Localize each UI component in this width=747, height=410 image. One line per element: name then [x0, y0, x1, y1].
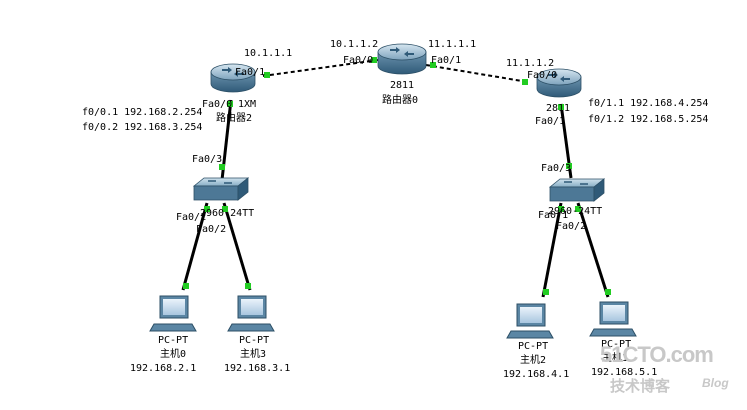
port-right-router-fa01: Fa0/1 [535, 116, 565, 127]
switch-right-model: 2960-24TT [548, 206, 602, 217]
pc3-type: PC-PT [239, 335, 269, 346]
ip-left-router-wan: 10.1.1.1 [244, 48, 292, 59]
pc3-icon[interactable] [227, 295, 275, 332]
switch-left-model: 2960-24TT [200, 208, 254, 219]
port-dot [522, 79, 528, 85]
pc1-icon[interactable] [589, 301, 637, 337]
subif-left-1: f0/0.1 192.168.2.254 [82, 107, 202, 118]
pc2-type: PC-PT [518, 341, 548, 352]
port-dot [264, 72, 270, 78]
port-dot [183, 283, 189, 289]
port-dot [558, 206, 564, 212]
port-dot [558, 104, 564, 110]
port-dot [219, 164, 225, 170]
pc1-type: PC-PT [601, 339, 631, 350]
pc3-name: 主机3 [240, 347, 266, 360]
port-right-router-fa00: Fa0/0 [527, 70, 557, 81]
switch-left-icon[interactable] [192, 177, 250, 201]
pc2-icon[interactable] [506, 303, 554, 339]
pc2-ip: 192.168.4.1 [503, 369, 569, 380]
pc0-icon[interactable] [149, 295, 197, 332]
pc2-name: 主机2 [520, 353, 546, 366]
port-dot [204, 206, 210, 212]
pc1-name: 主机1 [602, 351, 628, 364]
link-right-switch-pc1[interactable] [576, 202, 610, 298]
link-left-switch-pc3[interactable] [222, 202, 252, 291]
watermark-sub: 技术博客 [610, 378, 671, 395]
pc0-ip: 192.168.2.1 [130, 363, 196, 374]
port-dot [430, 62, 436, 68]
watermark-logo: 51CTO.com [600, 342, 714, 367]
router-left-name: 路由器2 [216, 111, 252, 124]
port-left-router-fa01: Fa0/1 [235, 67, 265, 78]
ip-center-right: 11.1.1.1 [428, 39, 476, 50]
port-center-fa01: Fa0/1 [431, 55, 461, 66]
port-right-switch-fa03: Fa0/3 [541, 163, 571, 174]
router-center-name: 路由器0 [382, 93, 418, 106]
port-left-router-fa00: Fa0/0 [202, 99, 232, 110]
router-right-icon[interactable] [536, 68, 582, 98]
port-center-fa00: Fa0/0 [343, 55, 373, 66]
port-left-switch-fa01: Fa0/1 [176, 212, 206, 223]
pc1-ip: 192.168.5.1 [591, 367, 657, 378]
port-dot [543, 289, 549, 295]
pc3-ip: 192.168.3.1 [224, 363, 290, 374]
labels: 10.1.1.1 10.1.1.2 11.1.1.1 11.1.1.2 Fa0/… [82, 39, 708, 380]
subif-left-2: f0/0.2 192.168.3.254 [82, 122, 202, 133]
port-dot [575, 206, 581, 212]
router-left-model-suffix: 1XM [238, 99, 256, 110]
router-center-model: 2811 [390, 80, 414, 91]
router-center-icon[interactable] [377, 43, 427, 75]
subif-right-1: f0/1.1 192.168.4.254 [588, 98, 708, 109]
port-status-dots [183, 57, 611, 295]
link-left-switch-pc0[interactable] [181, 202, 209, 291]
link-left-router-center[interactable] [262, 59, 379, 77]
port-right-switch-fa01: Fa0/1 [538, 210, 568, 221]
pc0-type: PC-PT [158, 335, 188, 346]
pc0-name: 主机0 [160, 347, 186, 360]
router-left-icon[interactable] [210, 63, 256, 93]
ip-right-router-wan: 11.1.1.2 [506, 58, 554, 69]
port-dot [605, 289, 611, 295]
link-right-switch-pc2[interactable] [541, 202, 563, 298]
port-left-switch-fa02: Fa0/2 [196, 224, 226, 235]
ip-center-left: 10.1.1.2 [330, 39, 378, 50]
port-right-switch-fa02: Fa0/2 [556, 221, 586, 232]
port-dot [245, 283, 251, 289]
port-dot [566, 163, 572, 169]
port-dot [371, 57, 377, 63]
watermark-blog: Blog [702, 376, 729, 390]
link-center-right-router[interactable] [425, 64, 529, 83]
subif-right-2: f0/1.2 192.168.5.254 [588, 114, 708, 125]
router-right-model: 2811 [546, 103, 570, 114]
port-dot [222, 206, 228, 212]
port-dot [227, 101, 233, 107]
switch-right-icon[interactable] [548, 178, 606, 202]
port-left-switch-fa03: Fa0/3 [192, 154, 222, 165]
